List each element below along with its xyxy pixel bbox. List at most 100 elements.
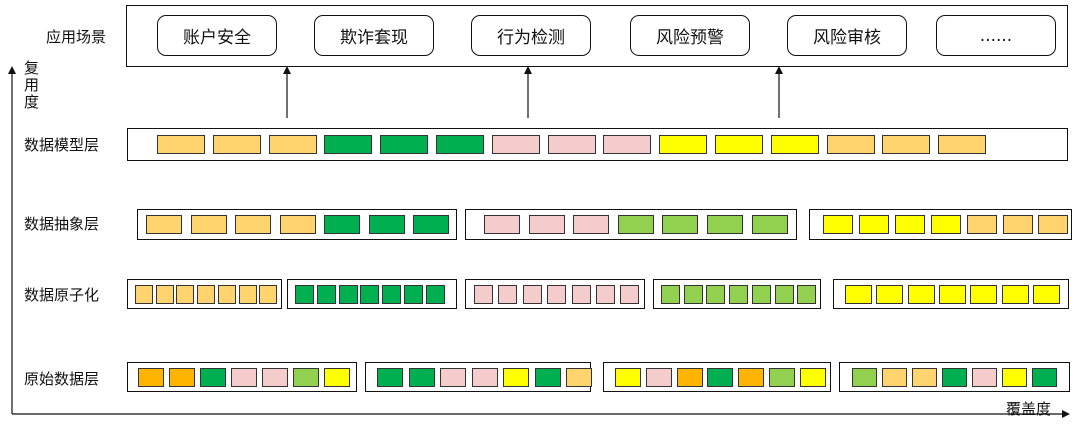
- data-block: [738, 368, 765, 387]
- data-block: [279, 215, 316, 234]
- data-block: [707, 368, 734, 387]
- data-block: [259, 285, 278, 304]
- data-block: [645, 368, 672, 387]
- app-scenario-pill: 风险预警: [630, 15, 750, 56]
- app-scenario-pill: 欺诈套现: [314, 15, 434, 56]
- data-block: [769, 368, 795, 387]
- data-block: [662, 215, 699, 234]
- data-block: [972, 368, 997, 387]
- data-block: [617, 215, 654, 234]
- data-block: [155, 285, 174, 304]
- x-axis-label: 覆盖度: [1006, 400, 1052, 418]
- data-block: [212, 135, 261, 154]
- data-block: [683, 285, 703, 304]
- data-block: [413, 215, 449, 234]
- data-block: [408, 368, 435, 387]
- data-block: [912, 368, 937, 387]
- data-block: [338, 285, 358, 304]
- data-block: [262, 368, 288, 387]
- y-axis-label-char: 度: [24, 93, 40, 111]
- data-block: [176, 285, 195, 304]
- data-block: [573, 215, 610, 234]
- data-block: [1002, 368, 1027, 387]
- data-block: [823, 215, 853, 234]
- data-block: [547, 285, 567, 304]
- data-block: [894, 215, 925, 234]
- data-block: [157, 135, 205, 154]
- data-block: [826, 135, 875, 154]
- data-block: [751, 215, 788, 234]
- data-block: [380, 135, 429, 154]
- data-block: [377, 368, 403, 387]
- data-block: [852, 368, 877, 387]
- data-block: [1038, 215, 1069, 234]
- data-block: [774, 285, 794, 304]
- data-block: [571, 285, 591, 304]
- data-block: [382, 285, 402, 304]
- data-block: [169, 368, 195, 387]
- data-block: [942, 368, 967, 387]
- layer-label: 数据抽象层: [24, 215, 100, 233]
- data-block: [200, 368, 226, 387]
- data-block: [425, 285, 445, 304]
- data-block: [858, 215, 889, 234]
- data-block: [238, 285, 257, 304]
- data-block: [484, 215, 520, 234]
- data-block: [503, 368, 529, 387]
- data-block: [876, 285, 904, 304]
- app-scenario-pill: 风险审核: [787, 15, 907, 56]
- data-block: [231, 368, 257, 387]
- data-block: [293, 368, 319, 387]
- data-block: [729, 285, 749, 304]
- data-block: [797, 285, 817, 304]
- y-axis-label: 复 用 度: [24, 60, 39, 111]
- apps-frame: [126, 5, 1068, 67]
- data-block: [907, 285, 935, 304]
- data-block: [324, 368, 350, 387]
- data-block: [845, 285, 872, 304]
- data-block: [930, 215, 961, 234]
- data-block: [938, 285, 966, 304]
- data-block: [268, 135, 317, 154]
- data-block: [676, 368, 703, 387]
- data-block: [938, 135, 987, 154]
- data-block: [404, 285, 423, 304]
- data-block: [603, 135, 652, 154]
- layer-label: 数据模型层: [24, 136, 100, 154]
- layer-group-frame: [839, 362, 1070, 392]
- data-block: [770, 135, 819, 154]
- data-block: [190, 215, 227, 234]
- data-block: [1002, 215, 1033, 234]
- data-block: [566, 368, 592, 387]
- data-block: [799, 368, 826, 387]
- data-block: [360, 285, 380, 304]
- data-block: [474, 285, 493, 304]
- data-block: [620, 285, 640, 304]
- data-block: [368, 215, 405, 234]
- layer-label: 原始数据层: [24, 370, 100, 388]
- data-block: [522, 285, 542, 304]
- data-block: [217, 285, 236, 304]
- data-block: [316, 285, 336, 304]
- apps-label: 应用场景: [46, 28, 107, 46]
- y-axis-label-char: 复: [24, 59, 40, 77]
- data-block: [440, 368, 466, 387]
- data-block: [1032, 368, 1057, 387]
- data-block: [135, 285, 153, 304]
- app-scenario-pill: ......: [936, 15, 1056, 56]
- data-block: [659, 135, 708, 154]
- data-block: [970, 285, 998, 304]
- data-block: [498, 285, 518, 304]
- data-block: [596, 285, 615, 304]
- app-scenario-pill: 账户安全: [157, 15, 277, 56]
- data-block: [966, 215, 997, 234]
- data-block: [146, 215, 182, 234]
- data-block: [235, 215, 271, 234]
- data-block: [751, 285, 771, 304]
- layer-label: 数据原子化: [24, 286, 100, 304]
- data-block: [707, 215, 743, 234]
- data-block: [1032, 285, 1060, 304]
- data-block: [882, 135, 931, 154]
- data-block: [661, 285, 680, 304]
- data-block: [706, 285, 726, 304]
